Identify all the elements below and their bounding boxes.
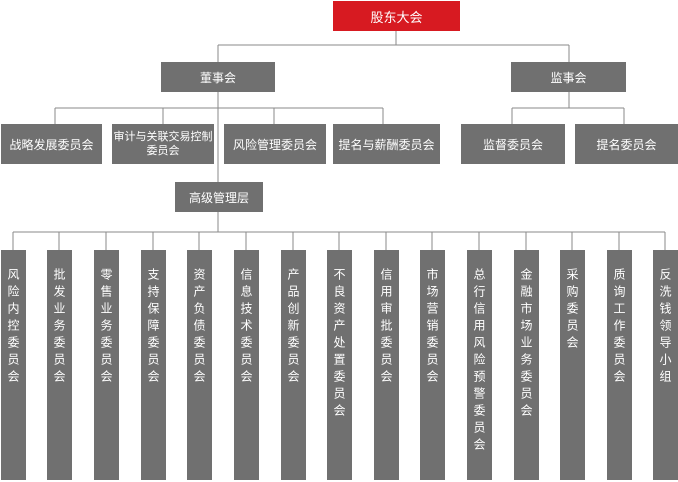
- node-mgmt-committee-14: 质询工作委员会: [607, 250, 632, 480]
- node-label: 产品创新委员会: [286, 268, 300, 387]
- node-nomination-committee: 提名委员会: [575, 124, 678, 164]
- node-audit-committee: 审计与关联交易控制委员会: [112, 124, 214, 164]
- node-nomination-remuneration-committee: 提名与薪酬委员会: [333, 124, 440, 164]
- node-label: 总行信用风险预警委员会: [472, 268, 486, 455]
- node-label: 批发业务委员会: [52, 268, 66, 387]
- node-mgmt-committee-12: 金融市场业务委员会: [514, 250, 539, 480]
- node-label: 零售业务委员会: [99, 268, 113, 387]
- node-mgmt-committee-10: 市场营销委员会: [420, 250, 445, 480]
- node-strategy-committee: 战略发展委员会: [1, 124, 102, 164]
- node-mgmt-committee-1: 风险内控委员会: [1, 250, 26, 480]
- node-mgmt-committee-15: 反洗钱领导小组: [653, 250, 678, 480]
- node-mgmt-committee-2: 批发业务委员会: [47, 250, 72, 480]
- node-label: 金融市场业务委员会: [519, 268, 533, 421]
- node-mgmt-committee-6: 信息技术委员会: [234, 250, 259, 480]
- node-supervision-committee: 监督委员会: [461, 124, 565, 164]
- node-mgmt-committee-9: 信用审批委员会: [374, 250, 399, 480]
- node-mgmt-committee-3: 零售业务委员会: [94, 250, 119, 480]
- node-label: 市场营销委员会: [425, 268, 439, 387]
- node-label: 资产负债委员会: [192, 268, 206, 387]
- node-mgmt-committee-11: 总行信用风险预警委员会: [467, 250, 492, 480]
- node-board-of-directors: 董事会: [161, 62, 275, 92]
- node-mgmt-committee-5: 资产负债委员会: [187, 250, 212, 480]
- node-label: 不良资产处置委员会: [332, 268, 346, 421]
- node-label: 信息技术委员会: [239, 268, 253, 387]
- node-label: 反洗钱领导小组: [658, 268, 672, 387]
- node-mgmt-committee-4: 支持保障委员会: [141, 250, 166, 480]
- node-mgmt-committee-13: 采购委员会: [560, 250, 585, 480]
- node-label: 信用审批委员会: [379, 268, 393, 387]
- node-mgmt-committee-7: 产品创新委员会: [281, 250, 306, 480]
- node-label: 质询工作委员会: [612, 268, 626, 387]
- node-board-of-supervisors: 监事会: [511, 62, 626, 92]
- node-label: 风险内控委员会: [6, 268, 20, 387]
- node-risk-committee: 风险管理委员会: [224, 124, 326, 164]
- node-label: 采购委员会: [565, 268, 579, 353]
- node-senior-management: 高级管理层: [175, 182, 263, 212]
- node-mgmt-committee-8: 不良资产处置委员会: [327, 250, 352, 480]
- node-label: 支持保障委员会: [146, 268, 160, 387]
- node-shareholders-meeting: 股东大会: [333, 1, 460, 31]
